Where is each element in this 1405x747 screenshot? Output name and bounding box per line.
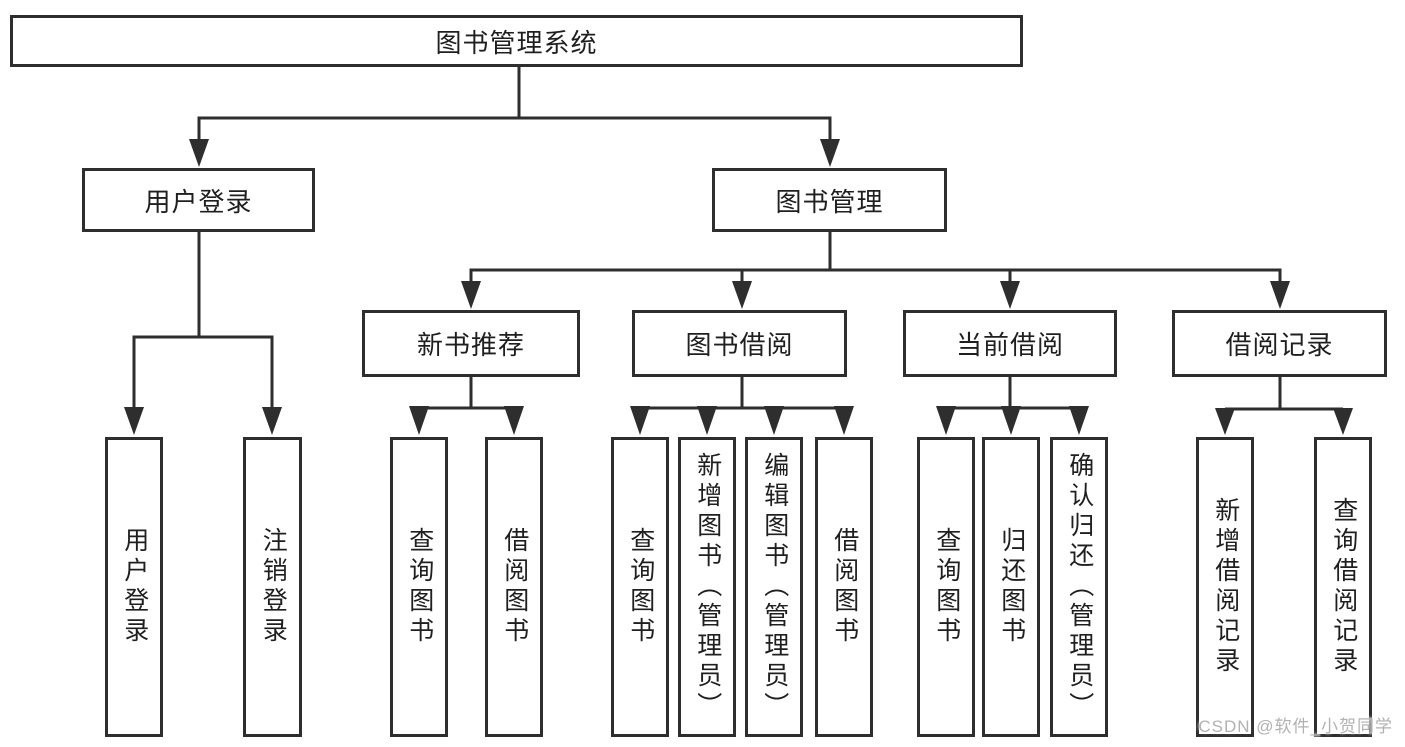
leaf-query-books-current: 查询图书 xyxy=(917,437,975,737)
arrowhead-down-icon xyxy=(820,139,840,167)
leaf-label: 用户登录 xyxy=(120,527,149,647)
node-user-login: 用户登录 xyxy=(82,168,315,232)
leaf-label: 查询图书 xyxy=(405,527,434,647)
leaf-query-books-borrow: 查询图书 xyxy=(611,437,669,737)
leaf-label: 新增图书（管理员） xyxy=(693,452,722,722)
arrowhead-down-icon xyxy=(189,139,209,167)
leaf-return-book: 归还图书 xyxy=(982,437,1040,737)
leaf-query-books-recommend: 查询图书 xyxy=(390,437,448,737)
leaf-add-borrow-record: 新增借阅记录 xyxy=(1196,437,1254,737)
leaf-add-book-admin: 新增图书（管理员） xyxy=(678,437,736,737)
node-book-borrowing: 图书借阅 xyxy=(632,310,847,377)
leaf-edit-book-admin: 编辑图书（管理员） xyxy=(745,437,803,737)
node-new-book-recommend: 新书推荐 xyxy=(362,310,580,377)
arrowhead-down-icon xyxy=(936,406,956,435)
leaf-borrow-books-recommend: 借阅图书 xyxy=(485,437,543,737)
arrowhead-down-icon xyxy=(1270,281,1290,309)
arrowhead-down-icon xyxy=(1333,408,1353,435)
leaf-user-login: 用户登录 xyxy=(105,437,163,737)
leaf-borrow-books: 借阅图书 xyxy=(815,437,873,737)
arrowhead-down-icon xyxy=(764,406,784,435)
leaf-logout: 注销登录 xyxy=(243,437,302,737)
node-borrowing-records: 借阅记录 xyxy=(1172,310,1387,377)
arrowhead-down-icon xyxy=(262,407,282,435)
arrowhead-down-icon xyxy=(504,406,524,435)
leaf-label: 查询图书 xyxy=(626,527,655,647)
node-library-management-system: 图书管理系统 xyxy=(10,15,1023,67)
arrowhead-down-icon xyxy=(1000,281,1020,309)
leaf-label: 确认归还（管理员） xyxy=(1065,452,1094,722)
arrowhead-down-icon xyxy=(630,406,650,435)
csdn-watermark: CSDN @软件_小贺同学 xyxy=(1198,717,1393,736)
leaf-label: 查询借阅记录 xyxy=(1329,497,1358,677)
arrowhead-down-icon xyxy=(1001,406,1021,435)
leaf-label: 编辑图书（管理员） xyxy=(760,452,789,722)
leaf-confirm-return-admin: 确认归还（管理员） xyxy=(1050,437,1108,737)
leaf-label: 查询图书 xyxy=(932,527,961,647)
leaf-label: 注销登录 xyxy=(259,527,288,647)
arrowhead-down-icon xyxy=(697,406,717,435)
node-book-management: 图书管理 xyxy=(712,168,947,232)
leaf-query-borrow-record: 查询借阅记录 xyxy=(1314,437,1372,737)
arrowhead-down-icon xyxy=(409,406,429,435)
arrowhead-down-icon xyxy=(124,407,144,435)
arrowhead-down-icon xyxy=(732,281,752,309)
leaf-label: 归还图书 xyxy=(997,527,1026,647)
arrowhead-down-icon xyxy=(1069,406,1089,435)
leaf-label: 借阅图书 xyxy=(500,527,529,647)
arrowhead-down-icon xyxy=(1215,408,1235,435)
arrowhead-down-icon xyxy=(461,281,481,309)
leaf-label: 新增借阅记录 xyxy=(1211,497,1240,677)
arrowhead-down-icon xyxy=(834,406,854,435)
node-current-borrowing: 当前借阅 xyxy=(903,310,1117,377)
leaf-label: 借阅图书 xyxy=(830,527,859,647)
